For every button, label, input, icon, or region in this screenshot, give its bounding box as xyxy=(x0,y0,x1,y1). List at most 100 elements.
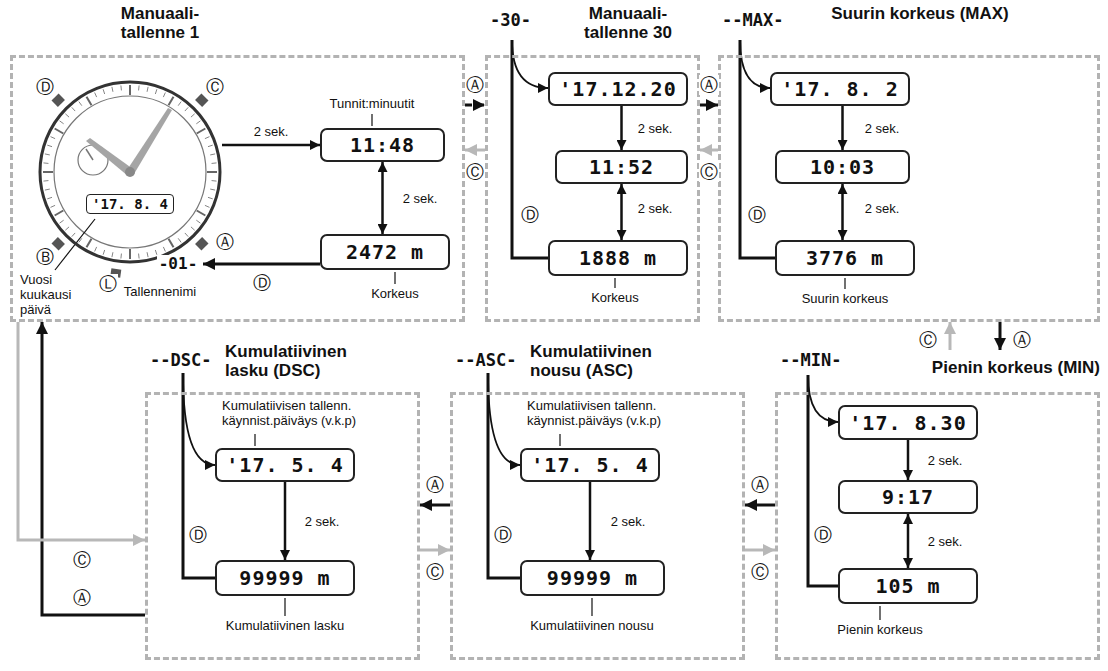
leader-line xyxy=(55,114,880,620)
dial-ticks xyxy=(79,102,82,106)
lcd-text: 99999 m xyxy=(547,566,638,590)
time-label: 2 sek. xyxy=(303,514,342,529)
dial-ticks xyxy=(205,137,210,139)
mode-arrow xyxy=(999,322,1002,350)
dial-ticks xyxy=(196,220,200,223)
dial-ticks xyxy=(129,85,131,95)
time-label: 2 sek. xyxy=(401,191,440,206)
button-label: Ⓐ xyxy=(215,232,235,252)
dial-ticks xyxy=(129,249,131,259)
lcd-display: '17. 8. 2 xyxy=(770,72,910,106)
lcd-display: '17. 5. 4 xyxy=(215,448,355,482)
panel-title: Suurin korkeus (MAX) xyxy=(825,4,1015,23)
leader-line xyxy=(394,272,395,284)
name-arrow xyxy=(183,373,215,465)
display-step-arrow xyxy=(907,440,910,480)
mode-arrow xyxy=(420,549,450,552)
annotation: Korkeus xyxy=(589,290,641,305)
watch-illustration xyxy=(39,81,221,263)
dial-ticks xyxy=(169,239,174,248)
lcd-text: 11:52 xyxy=(589,155,654,179)
watch-outline xyxy=(40,82,220,262)
annotation: Kumulatiivinen lasku xyxy=(224,618,347,633)
name-arrow xyxy=(183,40,838,465)
lcd-text: 9:17 xyxy=(882,485,934,509)
leader-line xyxy=(591,598,592,616)
panel-title: Kumulatiivinen nousu (ASC) xyxy=(530,342,690,380)
leader-line xyxy=(284,598,285,616)
button-label: Ⓓ xyxy=(813,525,833,545)
dial-ticks xyxy=(147,87,148,92)
mode-name: --MAX- xyxy=(722,10,783,30)
dial-ticks xyxy=(197,211,206,216)
d-button-return xyxy=(183,373,215,578)
dial-ticks xyxy=(60,121,64,124)
display-step-arrow xyxy=(841,106,844,150)
display-step-arrow xyxy=(907,514,910,568)
button-label: Ⓒ xyxy=(72,550,92,570)
time-label: 2 sek. xyxy=(636,121,675,136)
dial-ticks xyxy=(45,189,50,190)
panel-title: Manuaali- tallenne 1 xyxy=(95,4,225,42)
mode-arrow xyxy=(700,149,718,152)
lcd-display: 105 m xyxy=(838,568,978,604)
d-button-return xyxy=(740,40,775,258)
lcd-display: '17. 5. 4 xyxy=(520,448,660,482)
dial-ticks xyxy=(47,197,52,199)
mode-arrow xyxy=(949,322,952,350)
lcd-display: '17.12.20 xyxy=(548,72,688,106)
button-label: Ⓒ xyxy=(205,77,225,97)
lcd-text: '17. 5. 4 xyxy=(531,453,648,477)
dial-ticks xyxy=(169,97,174,106)
button-label: Ⓐ xyxy=(72,588,92,608)
display-step-arrow xyxy=(620,184,623,240)
button-label: Ⓐ xyxy=(425,475,445,495)
button-label: Ⓒ xyxy=(750,562,770,582)
mode-name: --MIN- xyxy=(780,350,841,370)
dial-ticks xyxy=(138,85,140,90)
d-button-return xyxy=(488,373,520,578)
dial-ticks xyxy=(212,180,217,182)
d-button-return xyxy=(808,375,838,586)
d-button-return xyxy=(183,40,838,586)
watch-outline xyxy=(38,80,222,264)
leader-line xyxy=(879,606,880,620)
button-label: Ⓓ xyxy=(493,525,513,545)
leader-line xyxy=(614,278,615,288)
button-label: Ⓒ xyxy=(425,562,445,582)
lcd-text: 1888 m xyxy=(579,246,657,270)
annotation: Tunnit:minuutit xyxy=(328,96,417,111)
time-label: 2 sek. xyxy=(863,121,902,136)
dial-ticks xyxy=(120,254,122,259)
watch-illustration xyxy=(86,149,93,160)
mode-arrow xyxy=(745,549,775,552)
annotation: Suurin korkeus xyxy=(800,291,891,306)
annotation: Korkeus xyxy=(369,286,421,301)
display-step-arrow xyxy=(841,184,844,240)
panel-title: Kumulatiivinen lasku (DSC) xyxy=(225,342,385,380)
annotation: Tallennenimi xyxy=(122,284,198,299)
lcd-display: 11:52 xyxy=(555,150,688,184)
d-button-return xyxy=(512,40,548,258)
watch-illustration xyxy=(54,96,206,248)
lcd-display: 99999 m xyxy=(520,560,665,596)
display-step-arrow xyxy=(284,482,287,560)
lcd-text: 2472 m xyxy=(346,240,424,264)
button-label: Ⓐ xyxy=(699,75,719,95)
lcd-display: 2472 m xyxy=(320,234,450,270)
lcd-text: '17.12.20 xyxy=(559,77,676,101)
annotation: Kumulatiivinen nousu xyxy=(528,618,656,633)
dial-ticks xyxy=(103,89,105,94)
dial-ticks xyxy=(87,97,92,106)
lcd-display: 9:17 xyxy=(838,480,978,514)
dial-ticks xyxy=(210,154,215,155)
dial-ticks xyxy=(112,252,113,257)
dial-ticks xyxy=(178,238,181,242)
watch-illustration xyxy=(127,108,172,174)
time-label: 2 sek. xyxy=(609,514,648,529)
dial-ticks xyxy=(43,85,217,259)
lcd-display: 1888 m xyxy=(548,240,688,276)
dial-ticks xyxy=(112,87,113,92)
dial-ticks xyxy=(163,93,165,98)
dial-ticks xyxy=(185,107,188,111)
